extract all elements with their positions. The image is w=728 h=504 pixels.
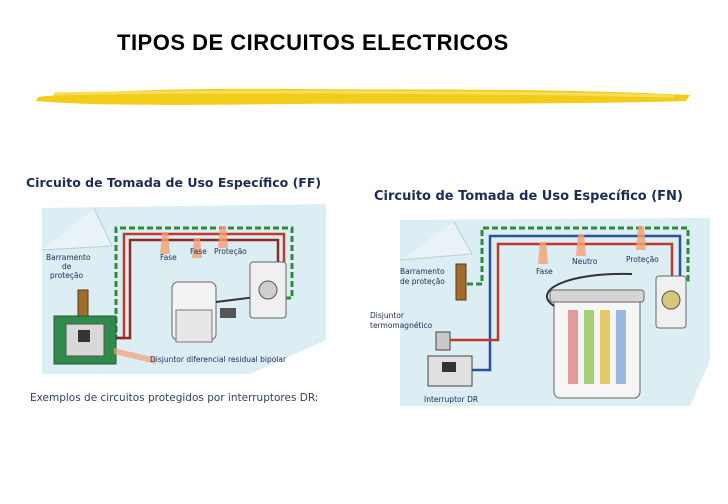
- ff-protection-label: Proteção: [214, 247, 247, 256]
- ff-phase2-label: Fase: [190, 247, 207, 256]
- ff-caption: Exemplos de circuitos protegidos por int…: [30, 392, 319, 404]
- ff-circuit-diagram: Barramento de proteção Fase Fase Proteçã…: [41, 204, 326, 374]
- fn-protection-marker: [636, 226, 646, 250]
- fn-appliance-rack-4: [616, 310, 626, 384]
- fn-appliance-rack-1: [568, 310, 578, 384]
- fn-dr-switch-label: Interruptor DR: [424, 395, 478, 404]
- ff-breaker-pointer: [114, 348, 156, 364]
- fn-appliance-rack-2: [584, 310, 594, 384]
- ff-busbar-label-3: proteção: [50, 271, 84, 280]
- fn-breaker-label-2: termomagnético: [370, 321, 433, 330]
- fn-busbar-label-2: de proteção: [400, 277, 445, 286]
- ff-phase1-label: Fase: [160, 253, 177, 262]
- fn-busbar: [455, 263, 467, 301]
- fn-circuit-diagram: Barramento de proteção Disjuntor termoma…: [370, 218, 710, 406]
- fn-wall-corner: [399, 221, 473, 261]
- ff-wall-corner: [41, 207, 113, 251]
- ff-busbar: [77, 289, 89, 319]
- yellow-brush-underline: [36, 88, 690, 105]
- ff-panel-title: Circuito de Tomada de Uso Específico (FF…: [26, 175, 322, 190]
- ff-busbar-label-2: de: [62, 262, 72, 271]
- ff-busbar-label-1: Barramento: [46, 253, 91, 262]
- fn-appliance-lid: [549, 289, 645, 303]
- ff-phase2-marker: [192, 238, 202, 258]
- fn-wire-ground: [458, 226, 690, 286]
- fn-thermomagnetic-breaker: [435, 331, 451, 351]
- ff-wire-ground: [86, 226, 294, 340]
- fn-phase-marker: [538, 242, 548, 264]
- fn-phase-label: Fase: [536, 267, 553, 276]
- fn-panel-title: Circuito de Tomada de Uso Específico (FN…: [374, 189, 683, 204]
- slide-title: TIPOS DE CIRCUITOS ELECTRICOS: [117, 30, 509, 55]
- fn-dr-switch: [427, 355, 473, 387]
- fn-busbar-label-1: Barramento: [400, 267, 445, 276]
- fn-neutral-marker: [576, 234, 586, 256]
- ff-breaker-switch: [78, 330, 90, 342]
- fn-neutral-label: Neutro: [572, 257, 598, 266]
- fn-breaker-label-1: Disjuntor: [370, 311, 405, 320]
- fn-protection-label: Proteção: [626, 255, 659, 264]
- fn-outlet-socket: [661, 290, 681, 310]
- fn-appliance-cable: [546, 272, 633, 307]
- ff-phase1-marker: [160, 232, 170, 254]
- ff-plug: [220, 308, 236, 318]
- ff-protection-marker: [218, 226, 228, 248]
- fn-appliance-rack-3: [600, 310, 610, 384]
- ff-outlet-socket: [258, 280, 278, 300]
- fn-appliance-body: [553, 295, 641, 399]
- ff-appliance-tank: [175, 309, 213, 343]
- fn-dr-switch-lever: [442, 362, 456, 372]
- brush-highlight: [53, 90, 675, 98]
- ff-breaker-label: Disjuntor diferencial residual bipolar: [150, 355, 287, 364]
